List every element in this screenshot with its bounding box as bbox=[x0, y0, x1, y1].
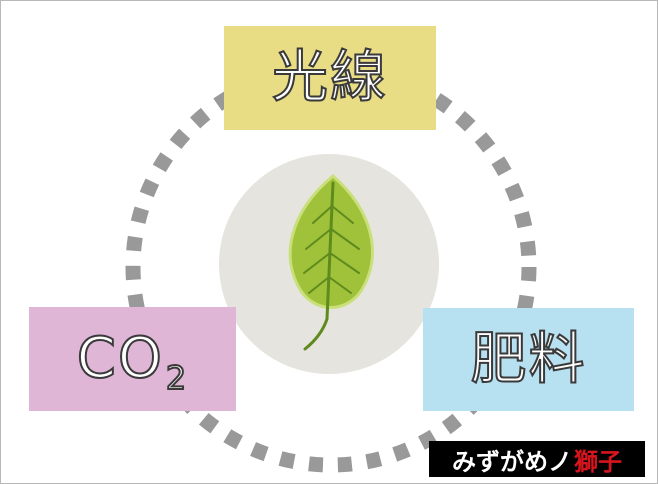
leaf-veins bbox=[303, 205, 360, 294]
leaf-midrib bbox=[303, 181, 335, 351]
light-box: 光線 bbox=[224, 26, 436, 130]
fertilizer-box: 肥料 bbox=[423, 308, 634, 411]
co2-box: CO 2 bbox=[29, 307, 236, 411]
light-label: 光線 bbox=[271, 45, 388, 110]
brand-watermark: みずがめノ 獅子 bbox=[429, 441, 645, 477]
brand-main-text: みずがめノ bbox=[452, 447, 572, 476]
leaf-icon bbox=[288, 174, 374, 351]
co2-label: CO bbox=[76, 326, 164, 391]
co2-subscript: 2 bbox=[165, 359, 189, 397]
co2-label-group: CO 2 bbox=[76, 326, 189, 396]
brand-accent-text: 獅子 bbox=[574, 447, 622, 476]
fertilizer-label: 肥料 bbox=[470, 326, 587, 392]
